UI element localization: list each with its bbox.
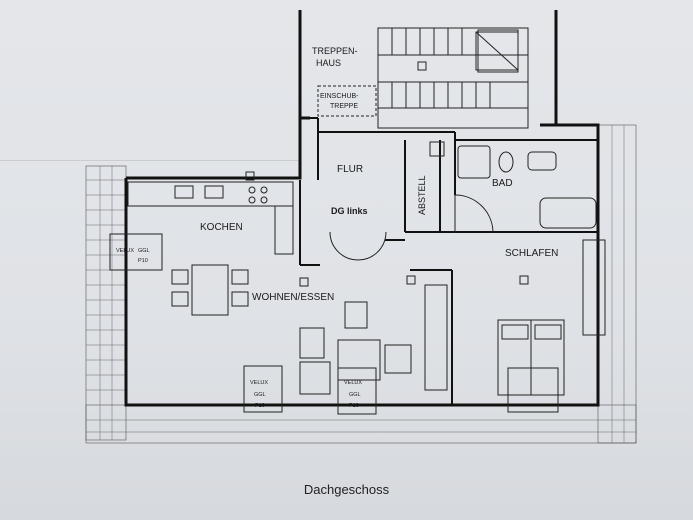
velux-labels: VELUX GGL P10 VELUX GGL P10 VELUX GGL P1… [116,248,362,409]
label-treppenhaus-2: HAUS [316,58,341,68]
label-einschub-2: TREPPE [330,103,358,110]
velux-1-p10: P10 [138,258,148,264]
living-furniture [299,301,412,395]
hatch-lines [86,125,636,443]
label-treppenhaus-1: TREPPEN- [312,46,358,56]
bathroom-fixtures [429,141,597,229]
label-flur: FLUR [337,164,363,175]
bed [424,239,606,396]
kitchen-counter [127,181,294,255]
room-labels: TREPPEN- HAUS EINSCHUB- TREPPE FLUR DG l… [200,46,558,303]
paper-fold-line [0,160,300,161]
interior-walls [299,117,598,405]
label-schlafen: SCHLAFEN [505,248,558,259]
label-wohnen-essen: WOHNEN/ESSEN [252,292,334,303]
velux-2-p10: P10 [255,403,265,409]
label-einschub-1: EINSCHUB- [320,93,359,100]
label-bad: BAD [492,178,513,189]
einschub-treppe-box [317,85,377,117]
doors [329,194,494,261]
velux-1-ggl: GGL [138,248,150,254]
velux-2-label: VELUX [250,380,268,386]
velux-3-p10: P10 [349,403,359,409]
velux-3-label: VELUX [344,380,362,386]
ceiling-fixtures [245,61,529,287]
dining-table [171,264,249,316]
label-unit: DG links [331,206,368,216]
velux-2-ggl: GGL [254,392,266,398]
staircase [377,27,529,129]
velux-3-ggl: GGL [349,392,361,398]
floor-caption: Dachgeschoss [303,482,390,497]
velux-window-boxes [109,29,559,415]
velux-1-label: VELUX [116,248,134,254]
label-abstell: ABSTELL [417,175,427,215]
label-kochen: KOCHEN [200,222,243,233]
